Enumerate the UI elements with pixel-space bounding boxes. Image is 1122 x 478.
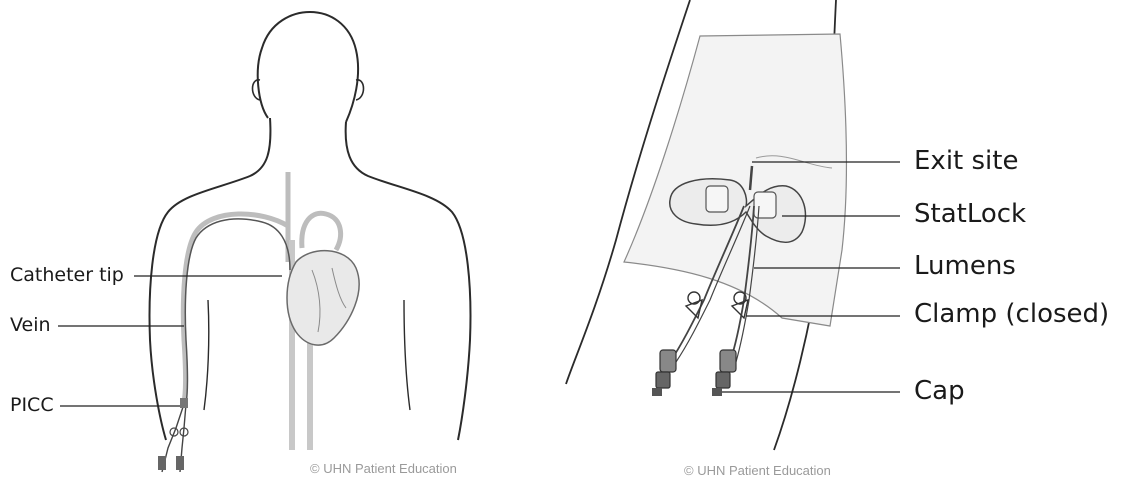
label-exit-site: Exit site (914, 146, 1018, 176)
picc-hub (180, 398, 188, 408)
cap-right (712, 350, 736, 396)
torso-outline-left (150, 118, 271, 440)
arm-vein (183, 214, 288, 402)
armpit-left (204, 300, 209, 410)
picc-catheter (185, 219, 290, 404)
cap-left (652, 350, 676, 396)
armpit-right (404, 300, 410, 410)
body-diagram-panel: Catheter tip Vein PICC © UHN Patient Edu… (0, 0, 560, 478)
head-outline (258, 12, 358, 122)
aorta (302, 213, 341, 250)
picc-cap-right (176, 456, 184, 470)
credit-left: © UHN Patient Education (310, 461, 457, 476)
label-cap: Cap (914, 376, 965, 406)
body-illustration (0, 0, 560, 478)
arm-illustration (560, 0, 1122, 478)
statlock-clip-right (754, 192, 776, 218)
clamp-left (686, 292, 702, 318)
picc-cap-left (158, 456, 166, 470)
statlock-clip-left (706, 186, 728, 212)
label-vein: Vein (10, 314, 51, 336)
heart (287, 251, 359, 345)
dressing (624, 34, 846, 326)
label-lumens: Lumens (914, 251, 1016, 281)
arm-diagram-panel: Exit site StatLock Lumens Clamp (closed)… (560, 0, 1122, 478)
label-picc: PICC (10, 394, 54, 416)
label-statlock: StatLock (914, 199, 1026, 229)
label-catheter-tip: Catheter tip (10, 264, 124, 286)
credit-right: © UHN Patient Education (684, 463, 831, 478)
label-clamp: Clamp (closed) (914, 299, 1109, 329)
clamp-right (732, 292, 748, 318)
